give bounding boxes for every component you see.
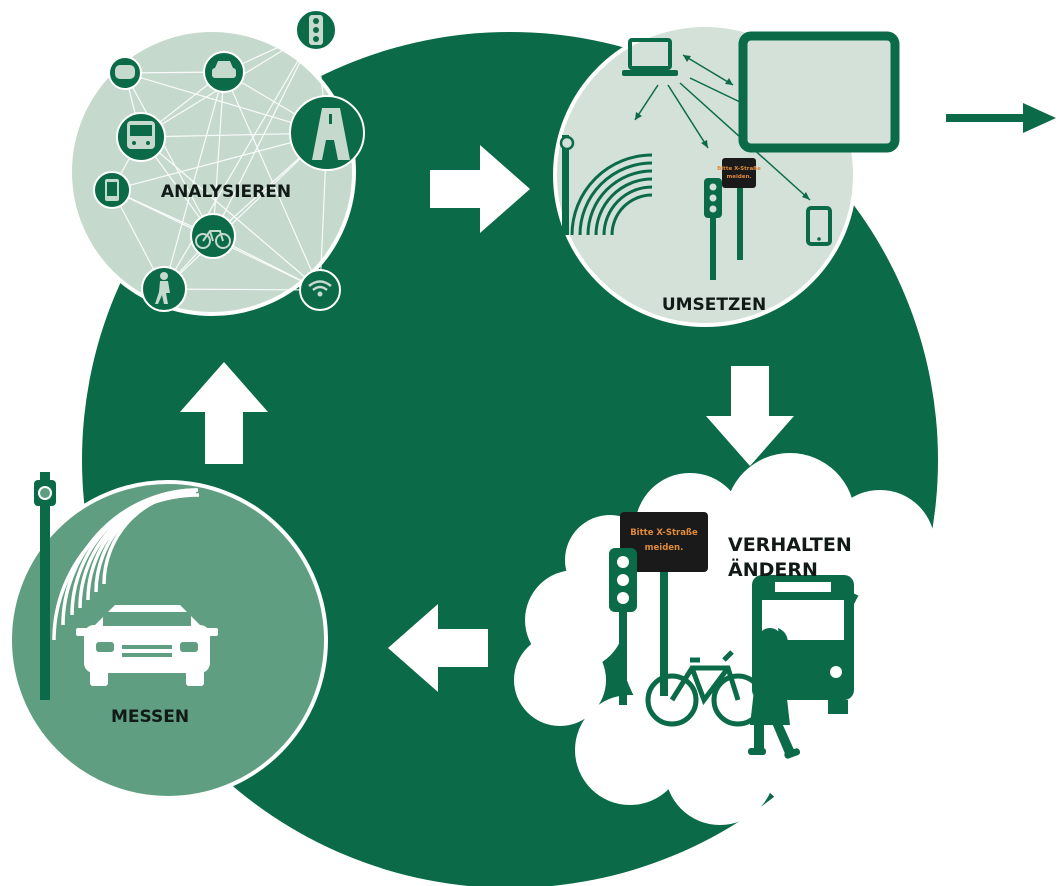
verhalten-label-line1: VERHALTEN <box>728 534 852 556</box>
messen-label: MESSEN <box>111 707 189 727</box>
smartphone-icon <box>93 171 131 209</box>
pedestrian-icon <box>748 628 801 759</box>
sensor-waves-icon <box>570 153 653 236</box>
traffic-light-icon <box>704 178 722 280</box>
sign-icon: Bitte X-Straße meiden. <box>717 158 761 260</box>
car-icon <box>76 605 218 686</box>
bicycle-icon <box>190 213 236 259</box>
sensor-traffic-light-icon <box>559 135 575 235</box>
traffic-light-icon <box>34 472 56 700</box>
analysieren-node: ANALYSIEREN <box>68 9 365 316</box>
chat-bubble-icon <box>108 56 142 90</box>
pedestrian-icon <box>141 266 187 312</box>
bus-icon <box>116 112 166 162</box>
arrow-down-icon <box>706 366 794 466</box>
smartphone-icon <box>806 206 832 246</box>
traffic-light-icon <box>295 9 337 51</box>
wifi-icon <box>299 269 341 311</box>
sensor-waves-icon <box>52 488 200 641</box>
verhalten-aendern-node: Bitte X-Straße meiden. <box>514 453 960 825</box>
large-sign-line1: Bitte X-Straße <box>630 528 698 538</box>
car-icon <box>203 51 245 93</box>
laptop-icon <box>622 38 678 76</box>
sign-icon: Bitte X-Straße meiden. <box>620 512 708 696</box>
road-icon <box>289 95 365 171</box>
verhalten-label-line2: ÄNDERN <box>728 557 818 581</box>
output-arrow-icon <box>946 103 1056 133</box>
arrow-right-icon <box>430 145 530 233</box>
small-sign-line2: meiden. <box>726 174 751 180</box>
arrow-left-icon <box>388 604 488 692</box>
arrow-up-icon <box>180 362 268 464</box>
large-sign-line2: meiden. <box>645 543 684 553</box>
tablet-icon <box>738 31 900 153</box>
arrowheads <box>635 55 810 200</box>
small-sign-line1: Bitte X-Straße <box>717 166 761 172</box>
umsetzen-label: UMSETZEN <box>662 295 766 315</box>
traffic-light-icon <box>609 548 637 705</box>
messen-node: MESSEN <box>8 472 328 800</box>
umsetzen-node: Bitte X-Straße meiden. UMSETZEN <box>553 23 900 327</box>
bicycle-icon <box>645 650 765 727</box>
analysieren-label: ANALYSIEREN <box>161 182 291 202</box>
